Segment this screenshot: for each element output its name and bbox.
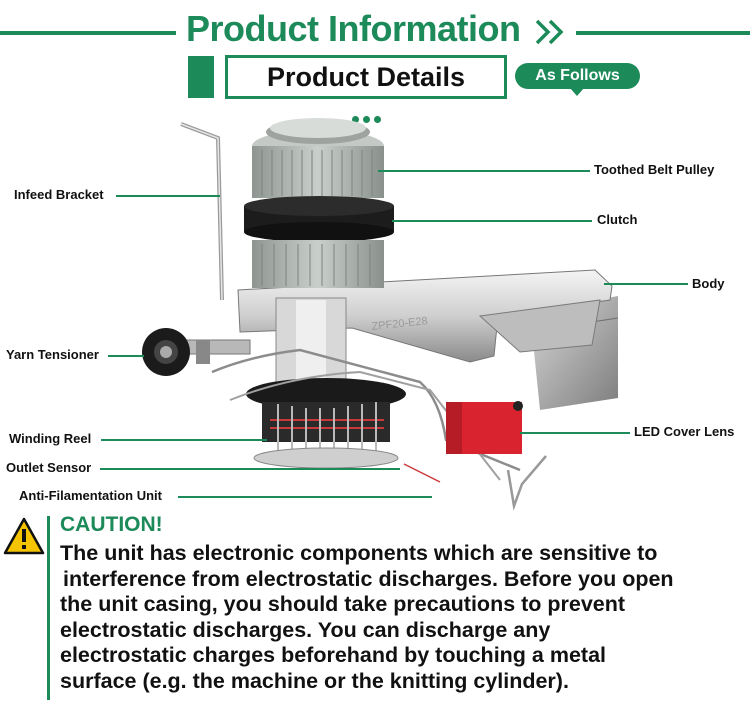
section-marker <box>188 56 214 98</box>
svg-text:ZPF20-E28: ZPF20-E28 <box>371 315 428 333</box>
label-anti-filamentation: Anti-Filamentation Unit <box>19 488 162 503</box>
leader-yarn-tensioner <box>108 355 144 357</box>
page-title: Product Information <box>186 8 521 49</box>
product-illustration: ZPF20-E28 <box>142 118 619 511</box>
leader-led-cover-lens <box>520 432 630 434</box>
caution-title: CAUTION! <box>60 513 163 536</box>
caution-line: surface (e.g. the machine or the knittin… <box>60 668 569 693</box>
leader-toothed-belt-pulley <box>378 170 590 172</box>
details-box: Product Details <box>225 55 507 99</box>
leader-winding-reel <box>101 439 267 441</box>
caution-divider <box>47 516 50 700</box>
caution-line: interference from electrostatic discharg… <box>63 566 674 591</box>
leader-body <box>604 283 688 285</box>
leader-clutch <box>392 220 592 222</box>
caution-line: The unit has electronic components which… <box>60 541 658 565</box>
label-outlet-sensor: Outlet Sensor <box>6 460 92 475</box>
ellipsis-dots <box>352 110 385 128</box>
header-rule-right <box>576 31 750 35</box>
leader-outlet-sensor <box>100 468 400 470</box>
label-led-cover-lens: LED Cover Lens <box>634 424 735 439</box>
caution-line: the unit casing, you should take precaut… <box>60 592 626 616</box>
label-body: Body <box>692 276 725 291</box>
label-clutch: Clutch <box>597 212 638 227</box>
caution-line: electrostatic charges beforehand by touc… <box>60 643 607 667</box>
leader-infeed-bracket <box>116 195 220 197</box>
caution-text: The unit has electronic components which… <box>60 541 750 694</box>
double-chevron-icon <box>535 19 564 45</box>
leader-anti-filamentation <box>178 496 432 498</box>
label-winding-reel: Winding Reel <box>9 431 92 446</box>
as-follows-badge: As Follows <box>515 63 640 89</box>
badge-tail <box>570 88 584 96</box>
details-title: Product Details <box>266 62 466 92</box>
caution-line: electrostatic discharges. You can discha… <box>60 617 551 642</box>
label-infeed-bracket: Infeed Bracket <box>14 187 104 202</box>
label-yarn-tensioner: Yarn Tensioner <box>6 347 99 362</box>
header-rule-left <box>0 31 176 35</box>
warning-icon <box>3 517 45 555</box>
label-toothed-belt-pulley: Toothed Belt Pulley <box>594 162 715 177</box>
